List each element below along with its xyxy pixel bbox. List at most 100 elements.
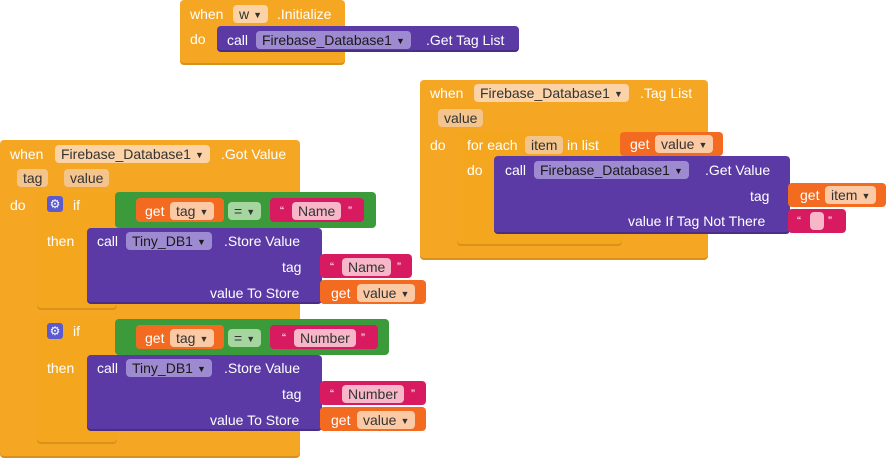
chevron-down-icon: ▼ bbox=[246, 334, 256, 345]
if2-store-get-text: value bbox=[363, 412, 397, 428]
if2-get-label: get bbox=[145, 330, 165, 346]
if2-quote-close: ” bbox=[361, 331, 365, 345]
gotvalue-param-tag[interactable]: tag bbox=[17, 169, 49, 187]
if2-op-dropdown[interactable]: =▼ bbox=[228, 329, 262, 347]
if1-store-label: value To Store bbox=[210, 285, 300, 301]
chevron-down-icon: ▼ bbox=[861, 191, 871, 202]
if1-store-get-dropdown[interactable]: value▼ bbox=[357, 284, 416, 302]
init-component-dropdown[interactable]: w▼ bbox=[233, 5, 269, 23]
getvalue-component-text: Firebase_Database1 bbox=[540, 162, 670, 178]
if1-tag-label: tag bbox=[282, 259, 302, 275]
if1-call-component-text: Tiny_DB1 bbox=[132, 233, 193, 249]
getvalue-default-string-field[interactable] bbox=[810, 212, 824, 230]
init-call-label: call bbox=[227, 32, 249, 48]
if2-tag-string-field[interactable]: Number bbox=[342, 385, 404, 403]
chevron-down-icon: ▼ bbox=[613, 89, 623, 100]
chevron-down-icon: ▼ bbox=[199, 334, 209, 345]
init-component-text: w bbox=[239, 6, 250, 22]
if1-call-label: call bbox=[97, 233, 119, 249]
taglist-component-dropdown[interactable]: Firebase_Database1▼ bbox=[474, 84, 629, 102]
if1-if-label: if bbox=[73, 197, 80, 213]
getvalue-tag-get-label: get bbox=[800, 187, 820, 203]
if2-then-label: then bbox=[47, 360, 75, 376]
getvalue-default-quote-close: ” bbox=[828, 214, 832, 228]
chevron-down-icon: ▼ bbox=[199, 207, 209, 218]
chevron-down-icon: ▼ bbox=[673, 166, 683, 177]
if1-op-dropdown[interactable]: =▼ bbox=[228, 202, 262, 220]
if1-store-get-label: get bbox=[331, 285, 351, 301]
foreach-label: for each bbox=[467, 137, 518, 153]
if2-store-get-label: get bbox=[331, 412, 351, 428]
chevron-down-icon: ▼ bbox=[196, 364, 206, 375]
if1-call-method: .Store Value bbox=[224, 233, 301, 249]
if2-op-text: = bbox=[234, 330, 243, 346]
if1-store-get-text: value bbox=[363, 285, 397, 301]
if2-tag-quote-open: “ bbox=[330, 387, 334, 401]
foreach-get-label: get bbox=[630, 136, 650, 152]
if1-op-text: = bbox=[234, 203, 243, 219]
if2-store-label: value To Store bbox=[210, 412, 300, 428]
getvalue-tag-get-dropdown[interactable]: item▼ bbox=[825, 186, 877, 204]
chevron-down-icon: ▼ bbox=[196, 237, 206, 248]
if1-then-label: then bbox=[47, 233, 75, 249]
if1-quote-open: “ bbox=[280, 204, 284, 218]
init-do-label: do bbox=[190, 31, 206, 47]
getvalue-tag-label: tag bbox=[750, 188, 770, 204]
if1-get-text: tag bbox=[176, 203, 196, 219]
if1-string-field[interactable]: Name bbox=[292, 202, 342, 220]
gotvalue-event-name: .Got Value bbox=[221, 146, 287, 162]
chevron-down-icon: ▼ bbox=[400, 289, 410, 300]
gotvalue-param-value[interactable]: value bbox=[64, 169, 110, 187]
foreach-inlist-label: in list bbox=[567, 137, 599, 153]
taglist-when-label: when bbox=[430, 85, 464, 101]
chevron-down-icon: ▼ bbox=[395, 36, 405, 47]
taglist-component-text: Firebase_Database1 bbox=[480, 85, 610, 101]
init-event-name: .Initialize bbox=[277, 6, 332, 22]
if2-string-field[interactable]: Number bbox=[294, 329, 356, 347]
if2-call-label: call bbox=[97, 360, 119, 376]
init-call-method: .Get Tag List bbox=[426, 32, 505, 48]
if2-get-dropdown[interactable]: tag▼ bbox=[170, 329, 215, 347]
foreach-do-label: do bbox=[467, 162, 483, 178]
getvalue-method: .Get Value bbox=[705, 162, 771, 178]
init-call-component-text: Firebase_Database1 bbox=[262, 32, 392, 48]
chevron-down-icon: ▼ bbox=[698, 140, 708, 151]
chevron-down-icon: ▼ bbox=[194, 150, 204, 161]
if2-call-component-dropdown[interactable]: Tiny_DB1▼ bbox=[126, 359, 212, 377]
taglist-param-value[interactable]: value bbox=[438, 109, 484, 127]
foreach-get-dropdown[interactable]: value▼ bbox=[655, 135, 714, 153]
gotvalue-do-label: do bbox=[10, 197, 26, 213]
chevron-down-icon: ▼ bbox=[400, 416, 410, 427]
chevron-down-icon: ▼ bbox=[246, 207, 256, 218]
getvalue-default-label: value If Tag Not There bbox=[628, 213, 766, 229]
foreach-item-var[interactable]: item bbox=[525, 136, 564, 154]
if1-get-dropdown[interactable]: tag▼ bbox=[170, 202, 215, 220]
taglist-event-name: .Tag List bbox=[640, 85, 693, 101]
if1-call-component-dropdown[interactable]: Tiny_DB1▼ bbox=[126, 232, 212, 250]
gotvalue-when-label: when bbox=[10, 146, 44, 162]
init-call-component-dropdown[interactable]: Firebase_Database1▼ bbox=[256, 31, 411, 49]
gear-icon[interactable]: ⚙ bbox=[47, 196, 63, 212]
if2-call-component-text: Tiny_DB1 bbox=[132, 360, 193, 376]
gotvalue-component-dropdown[interactable]: Firebase_Database1▼ bbox=[55, 145, 210, 163]
if2-if-label: if bbox=[73, 323, 80, 339]
if2-quote-open: “ bbox=[282, 331, 286, 345]
if2-store-get-dropdown[interactable]: value▼ bbox=[357, 411, 416, 429]
if2-call-method: .Store Value bbox=[224, 360, 301, 376]
init-when-label: when bbox=[190, 6, 224, 22]
getvalue-component-dropdown[interactable]: Firebase_Database1▼ bbox=[534, 161, 689, 179]
gear-icon[interactable]: ⚙ bbox=[47, 323, 63, 339]
if2-tag-label: tag bbox=[282, 386, 302, 402]
if1-tag-quote-open: “ bbox=[330, 260, 334, 274]
chevron-down-icon: ▼ bbox=[253, 10, 263, 21]
getvalue-default-quote-open: “ bbox=[797, 214, 801, 228]
taglist-do-label: do bbox=[430, 137, 446, 153]
if1-quote-close: ” bbox=[348, 204, 352, 218]
if2-tag-quote-close: ” bbox=[411, 387, 415, 401]
foreach-get-text: value bbox=[661, 136, 695, 152]
getvalue-tag-get-text: item bbox=[831, 187, 858, 203]
if1-tag-string-field[interactable]: Name bbox=[342, 258, 392, 276]
getvalue-call-label: call bbox=[505, 162, 527, 178]
if1-tag-quote-close: ” bbox=[397, 260, 401, 274]
if1-get-label: get bbox=[145, 203, 165, 219]
